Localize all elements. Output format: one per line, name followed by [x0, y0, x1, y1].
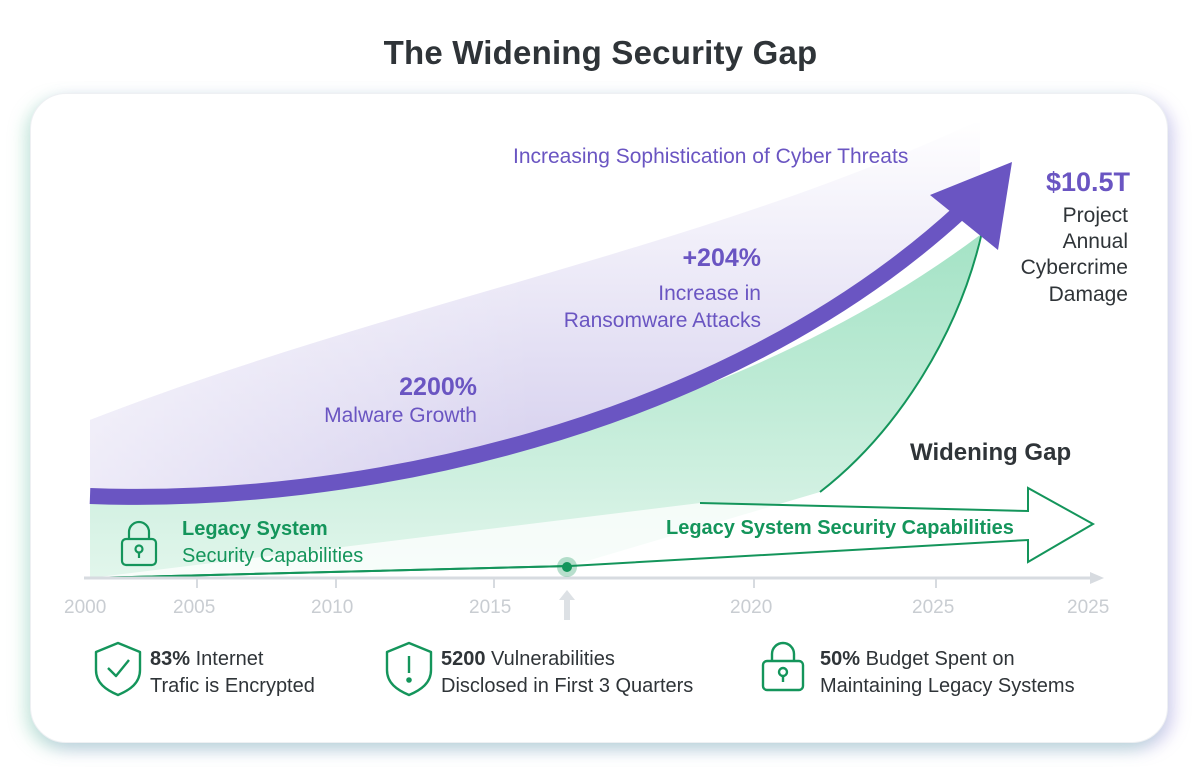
- threat-curve: [89, 206, 966, 505]
- stat-line2: Trafic is Encrypted: [150, 675, 315, 697]
- page-title: The Widening Security Gap: [383, 34, 818, 71]
- endpoint-value: $10.5T: [1045, 167, 1130, 197]
- stat-line2: Disclosed in First 3 Quarters: [441, 675, 694, 697]
- gap-curve-line: [819, 231, 983, 493]
- tick-label: 2005: [173, 597, 216, 618]
- ransomware-text-1: Increase in: [658, 282, 761, 305]
- legacy-padlock-icon: [120, 520, 158, 567]
- stat-value: 50%: [820, 648, 861, 670]
- up-arrow-icon: [559, 590, 575, 620]
- padlock-icon: [761, 641, 805, 692]
- axis-ticks: [196, 578, 937, 588]
- tick-label: 2010: [311, 597, 354, 618]
- tick-label: 2000: [64, 597, 107, 618]
- endpoint-line2: Annual: [1062, 230, 1128, 253]
- shield-alert-icon: [385, 641, 433, 697]
- endpoint-line3: Cybercrime: [1020, 256, 1128, 279]
- tick-label: 2020: [730, 597, 773, 618]
- threat-arrowhead: [930, 162, 1012, 250]
- legacy-subtitle: Security Capabilities: [182, 545, 364, 567]
- shield-check-icon: [94, 641, 142, 697]
- current-marker: [562, 562, 572, 572]
- stat-budget: 50% Budget Spent on Maintaining Legacy S…: [820, 646, 1075, 700]
- legacy-arrow: [89, 486, 1096, 579]
- stat-encrypted: 83% Internet Trafic is Encrypted: [150, 646, 315, 700]
- ransomware-value: +204%: [682, 244, 761, 272]
- stat-line2: Maintaining Legacy Systems: [820, 675, 1075, 697]
- widening-gap-label: Widening Gap: [910, 439, 1072, 466]
- legacy-arrow-label: Legacy System Security Capabilities: [666, 517, 1014, 539]
- stat-line1: Internet: [190, 648, 264, 670]
- stat-line1: Budget Spent on: [860, 648, 1015, 670]
- endpoint-line4: Damage: [1048, 283, 1128, 306]
- malware-value: 2200%: [399, 373, 477, 401]
- tick-label: 2025: [1067, 597, 1110, 618]
- stat-value: 5200: [441, 648, 486, 670]
- endpoint-line1: Project: [1062, 204, 1128, 227]
- stat-line1: Vulnerabilities: [485, 648, 615, 670]
- tick-label: 2025: [912, 597, 955, 618]
- legacy-title: Legacy System: [182, 518, 328, 540]
- stat-value: 83%: [150, 648, 191, 670]
- ransomware-text-2: Ransomware Attacks: [563, 309, 761, 332]
- stat-vulnerabilities: 5200 Vulnerabilities Disclosed in First …: [441, 646, 693, 700]
- malware-text: Malware Growth: [324, 404, 477, 427]
- tick-label: 2015: [469, 597, 512, 618]
- threat-curve-label: Increasing Sophistication of Cyber Threa…: [513, 145, 909, 168]
